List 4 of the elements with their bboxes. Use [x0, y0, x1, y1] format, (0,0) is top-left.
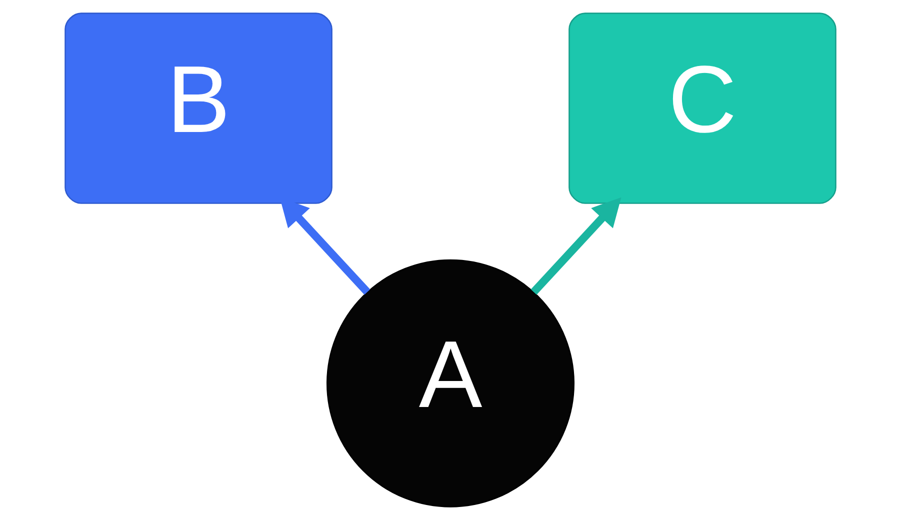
arrow — [530, 197, 622, 295]
node-circle: A — [326, 259, 574, 508]
node-box: C — [568, 12, 836, 204]
node-box: B — [64, 12, 332, 204]
